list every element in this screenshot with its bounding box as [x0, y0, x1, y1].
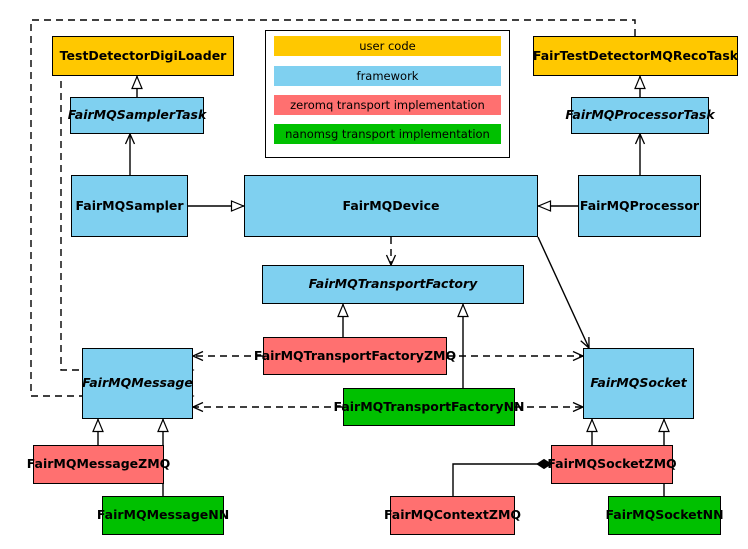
legend-item-zeromq: zeromq transport implementation: [274, 95, 501, 115]
class-node-FairMQMessage[interactable]: FairMQMessage: [82, 348, 193, 419]
class-node-FairMQProcessor[interactable]: FairMQProcessor: [578, 175, 701, 237]
legend-label-user-code: user code: [359, 39, 416, 53]
class-node-label: FairMQMessageNN: [96, 507, 230, 523]
class-node-FairMQSocketZMQ[interactable]: FairMQSocketZMQ: [547, 445, 677, 484]
class-node-label: FairMQSampler: [75, 197, 184, 213]
class-node-TestDetectorDigiLoader[interactable]: TestDetectorDigiLoader: [52, 36, 234, 76]
legend-label-zeromq: zeromq transport implementation: [290, 98, 485, 112]
class-node-label: FairMQDevice: [342, 197, 440, 213]
class-node-FairMQSampler[interactable]: FairMQSampler: [71, 175, 188, 237]
class-node-label: FairMQTransportFactory: [308, 276, 478, 292]
class-node-label: FairMQSocketNN: [605, 507, 724, 523]
class-node-label: FairMQSamplerTask: [67, 107, 207, 123]
class-node-FairMQDevice[interactable]: FairMQDevice: [244, 175, 538, 237]
class-node-FairMQProcessorTask[interactable]: FairMQProcessorTask: [565, 97, 715, 134]
class-node-label: FairTestDetectorMQRecoTask: [532, 47, 739, 63]
class-node-FairMQTransportFactoryZMQ[interactable]: FairMQTransportFactoryZMQ: [254, 337, 456, 375]
class-node-FairMQTransportFactory[interactable]: FairMQTransportFactory: [262, 265, 524, 304]
edge-device-to-socket: [537, 236, 590, 350]
class-node-label: FairMQContextZMQ: [383, 507, 522, 523]
class-node-label: FairMQTransportFactoryZMQ: [253, 347, 457, 363]
class-node-FairMQContextZMQ[interactable]: FairMQContextZMQ: [384, 496, 521, 535]
legend-item-nanomsg: nanomsg transport implementation: [274, 124, 501, 144]
class-node-label: FairMQMessage: [82, 375, 193, 391]
legend-label-nanomsg: nanomsg transport implementation: [285, 127, 490, 141]
class-node-FairMQSocketNN[interactable]: FairMQSocketNN: [605, 496, 724, 535]
legend-item-user-code: user code: [274, 36, 501, 56]
class-node-label: TestDetectorDigiLoader: [59, 47, 227, 63]
class-node-FairTestDetectorMQRecoTask[interactable]: FairTestDetectorMQRecoTask: [533, 36, 738, 76]
class-node-label: FairMQMessageZMQ: [26, 456, 171, 472]
class-node-FairMQMessageNN[interactable]: FairMQMessageNN: [97, 496, 229, 535]
class-node-label: FairMQProcessorTask: [565, 107, 715, 123]
class-node-label: FairMQSocketZMQ: [547, 456, 677, 472]
class-node-label: FairMQProcessor: [579, 197, 700, 213]
class-node-label: FairMQSocket: [590, 375, 687, 391]
class-node-FairMQTransportFactoryNN[interactable]: FairMQTransportFactoryNN: [334, 388, 525, 426]
class-node-label: FairMQTransportFactoryNN: [333, 398, 525, 414]
class-node-FairMQSocket[interactable]: FairMQSocket: [583, 348, 694, 419]
edge-contextzmq-to-socketzmq: [452, 458, 552, 496]
class-node-FairMQMessageZMQ[interactable]: FairMQMessageZMQ: [27, 445, 170, 484]
legend-label-framework: framework: [356, 69, 419, 83]
legend-item-framework: framework: [274, 66, 501, 86]
class-node-FairMQSamplerTask[interactable]: FairMQSamplerTask: [67, 97, 207, 134]
